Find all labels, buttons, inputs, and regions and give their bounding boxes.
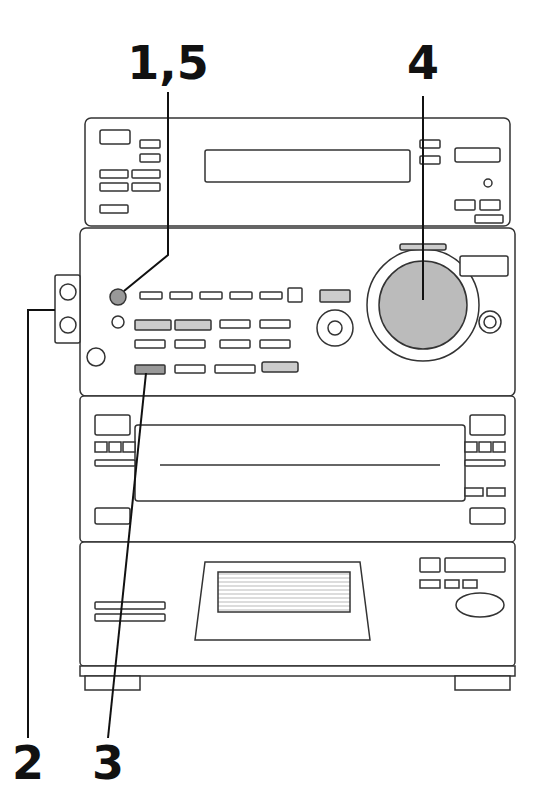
callout-number: 4: [407, 40, 439, 86]
callout-number: 1,5: [127, 40, 209, 86]
callout-number: 2: [12, 740, 44, 786]
callout-number: 3: [92, 740, 124, 786]
